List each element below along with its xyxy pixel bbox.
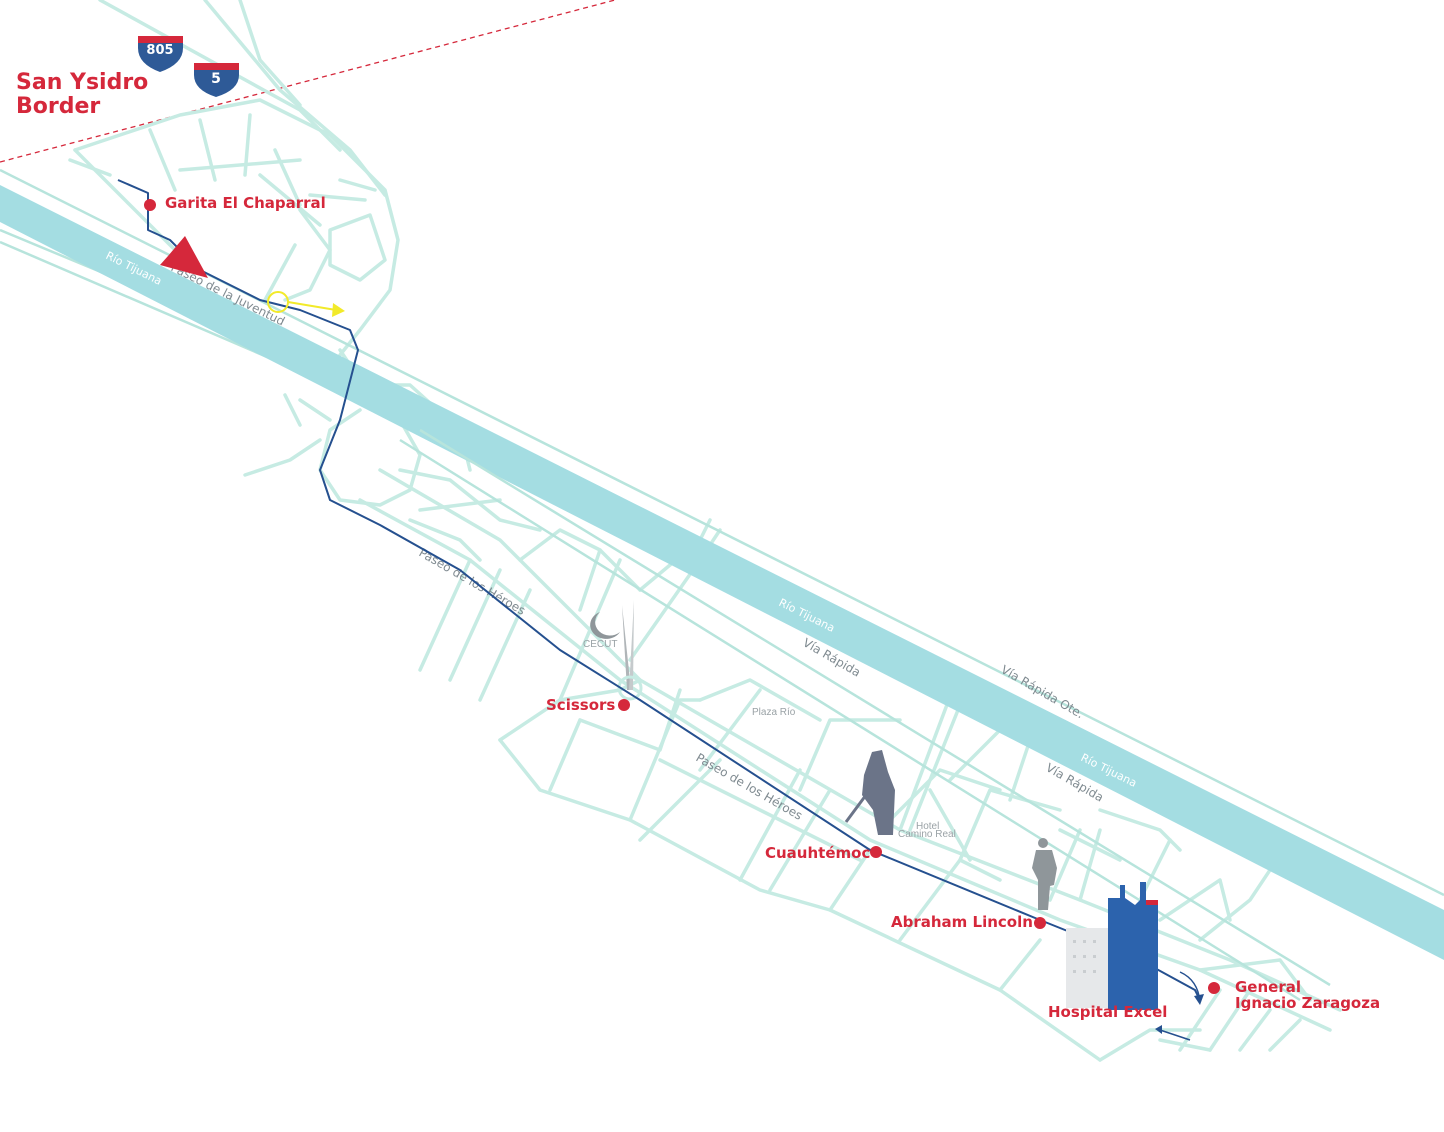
- svg-text:CECUT: CECUT: [583, 639, 617, 650]
- cecut-logo-icon: CECUT: [583, 612, 620, 650]
- landmark-hotel-sub: Camino Real: [898, 829, 956, 840]
- stop-garita-el-chaparral[interactable]: Garita El Chaparral: [144, 194, 326, 212]
- cuauhtemoc-statue-icon: [844, 750, 895, 835]
- interstate-805-shield-icon: 805: [138, 36, 183, 72]
- landmark-plaza-rio: Plaza Río: [752, 707, 796, 718]
- direction-arrow-icon: [160, 236, 208, 278]
- svg-text:805: 805: [146, 43, 173, 58]
- stop-cuauhtemoc[interactable]: Cuauhtémoc: [765, 844, 882, 862]
- svg-text:Garita El Chaparral: Garita El Chaparral: [165, 194, 326, 212]
- rio-tijuana-river: [0, 185, 1444, 960]
- border-line: [0, 0, 616, 163]
- lincoln-statue-icon: [1032, 838, 1057, 910]
- stop-abraham-lincoln[interactable]: Abraham Lincoln: [891, 913, 1046, 931]
- svg-text:Scissors: Scissors: [546, 696, 615, 714]
- svg-text:Abraham Lincoln: Abraham Lincoln: [891, 913, 1033, 931]
- svg-text:Cuauhtémoc: Cuauhtémoc: [765, 844, 870, 862]
- svg-text:5: 5: [211, 71, 221, 87]
- interstate-5-shield-icon: 5: [194, 63, 239, 97]
- destination-label[interactable]: Hospital Excel: [1048, 1003, 1167, 1021]
- border-label: San Ysidro: [16, 70, 148, 95]
- border-label-sub: Border: [16, 94, 100, 119]
- hospital-building-icon: [1066, 882, 1158, 1010]
- svg-text:General: General: [1235, 978, 1301, 996]
- route-arrow-icon: [1159, 1029, 1191, 1041]
- highlight-marker: [267, 291, 345, 317]
- svg-text:Ignacio Zaragoza: Ignacio Zaragoza: [1235, 994, 1380, 1012]
- stop-general-ignacio-zaragoza[interactable]: General Ignacio Zaragoza: [1208, 978, 1380, 1012]
- landmark-hotel: Hotel: [916, 821, 939, 832]
- street-label-paseo-heroes: Paseo de los Héroes: [417, 545, 528, 617]
- stop-scissors[interactable]: Scissors: [546, 696, 630, 714]
